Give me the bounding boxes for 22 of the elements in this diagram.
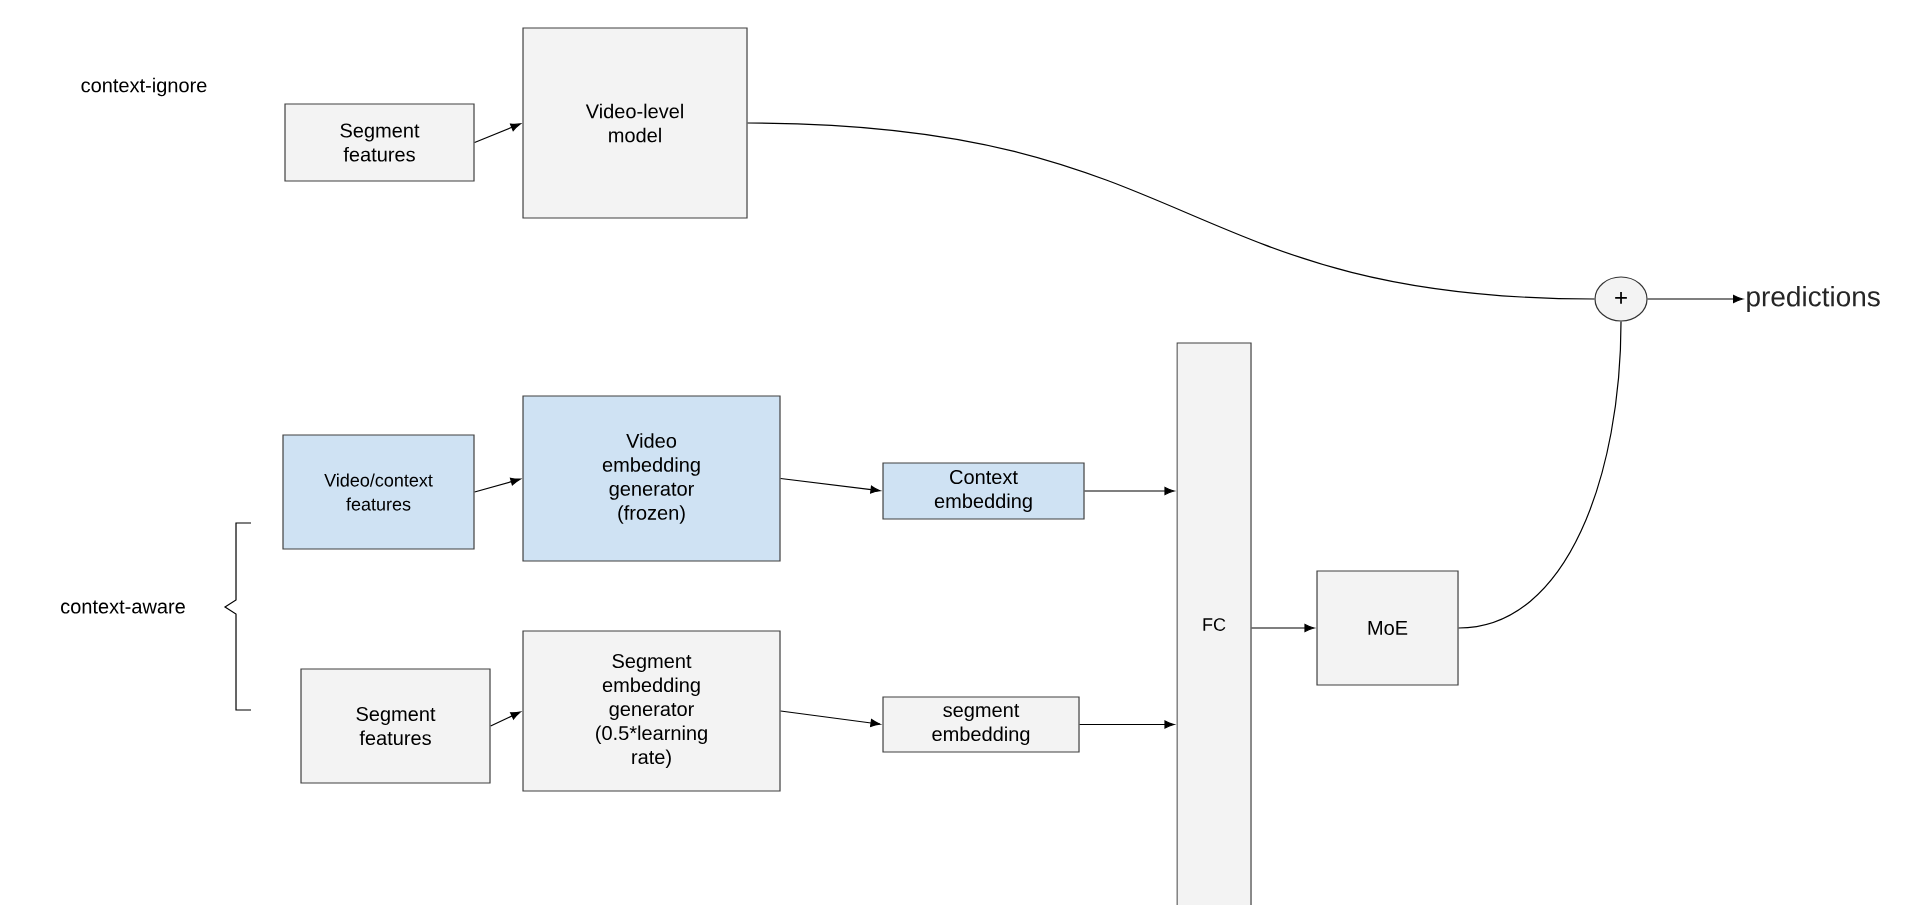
side-label: context-aware (61, 600, 185, 614)
arrow (1084, 486, 1175, 496)
process-box: Video embedding generator (frozen) (522, 395, 781, 562)
process-box: Context embedding (882, 462, 1085, 520)
process-box: FC (1176, 342, 1252, 905)
side-label: context-ignore (81, 77, 207, 97)
arrow (1251, 623, 1315, 633)
arrow (474, 123, 521, 144)
process-box: Video-level model (522, 27, 748, 219)
process-box: Segment features (300, 668, 491, 784)
arrow (1647, 294, 1744, 304)
process-box: Segment embedding generator (0.5*learning rate) (522, 630, 781, 792)
arrow (780, 710, 881, 728)
process-box: Video/context features (282, 434, 475, 550)
process-box: segment embedding (882, 696, 1080, 753)
arrow (474, 477, 521, 493)
arrow (780, 477, 881, 494)
arrow (1079, 720, 1175, 729)
process-box: Segment features (284, 103, 475, 182)
arrow (490, 711, 521, 727)
process-box: MoE (1316, 570, 1459, 686)
output-label: predictions (1747, 285, 1880, 313)
